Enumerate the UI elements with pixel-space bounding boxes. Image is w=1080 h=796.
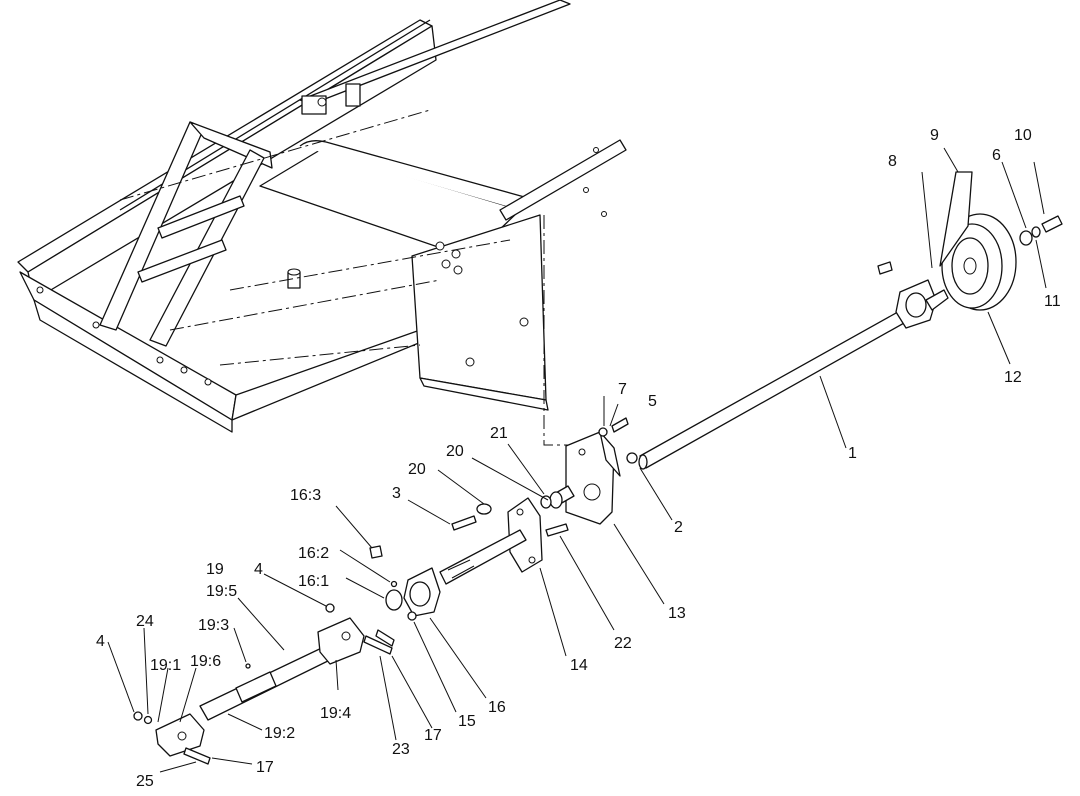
housing-hardware: [598, 417, 638, 464]
drive-shaft-assembly: [155, 617, 365, 757]
callout-10: 10: [1014, 127, 1032, 144]
callout-15: 15: [458, 713, 476, 730]
callout-19-1: 19:1: [150, 657, 181, 674]
callout-14: 14: [570, 657, 588, 674]
callout-1: 1: [848, 445, 857, 462]
callout-19-3: 19:3: [198, 617, 229, 634]
bolt-23: [375, 629, 395, 647]
callout-11: 11: [1044, 293, 1061, 310]
callout-8: 8: [888, 153, 897, 170]
callout-5: 5: [648, 393, 657, 410]
callout-17-upper: 17: [424, 727, 442, 744]
fitting-16-3: [369, 545, 383, 559]
pulley: [941, 213, 1017, 311]
callout-19-2: 19:2: [264, 725, 295, 742]
callout-19-6: 19:6: [190, 653, 221, 670]
bolt-3: [451, 515, 477, 531]
callout-19: 19: [206, 561, 224, 578]
bolt-17-lower: [183, 747, 211, 765]
nut-4-upper: [325, 603, 335, 613]
bolt-22: [545, 523, 569, 537]
leader-lines: [107, 147, 1047, 773]
callout-4-upper: 4: [254, 561, 263, 578]
centerlines: [119, 109, 575, 446]
chassis-frame: [17, 0, 627, 433]
callout-16-3: 16:3: [290, 487, 321, 504]
callout-6: 6: [992, 147, 1001, 164]
fitting-19-3: [245, 663, 251, 669]
grease-fitting: [877, 261, 893, 275]
intermediate-shaft: [439, 529, 527, 585]
flange-plate: [507, 497, 543, 573]
callout-19-4: 19:4: [320, 705, 351, 722]
callout-16-2: 16:2: [298, 545, 329, 562]
belt-guard-arm: [939, 171, 973, 267]
callout-20-left: 20: [408, 461, 426, 478]
bushing-and-washers: [476, 485, 575, 515]
flange-bearing: [385, 567, 441, 617]
fitting-16-2: [390, 580, 398, 588]
callout-labels: 1 2 3 4 4 5 6 7 8 9 10 11 12 13 14 15 16…: [96, 127, 1061, 790]
callout-23: 23: [392, 741, 410, 758]
callout-13: 13: [668, 605, 686, 622]
callout-17-lower: 17: [256, 759, 274, 776]
callout-22: 22: [614, 635, 632, 652]
callout-3: 3: [392, 485, 401, 502]
callout-21: 21: [490, 425, 508, 442]
callout-12: 12: [1004, 369, 1022, 386]
callout-24: 24: [136, 613, 154, 630]
nut-4-lower: [133, 711, 143, 721]
callout-20-right: 20: [446, 443, 464, 460]
pulley-hardware: [1019, 215, 1063, 246]
callout-16: 16: [488, 699, 506, 716]
washer-24: [143, 715, 153, 725]
callout-2: 2: [674, 519, 683, 536]
bearing-housing: [565, 431, 621, 525]
callout-16-1: 16:1: [298, 573, 329, 590]
callout-19-5: 19:5: [206, 583, 237, 600]
callout-7: 7: [618, 381, 627, 398]
callout-9: 9: [930, 127, 939, 144]
main-shaft: [638, 307, 914, 470]
callout-4-lower: 4: [96, 633, 105, 650]
bolt-17-upper: [363, 635, 393, 655]
right-bearing-flange: [895, 279, 949, 329]
callout-25: 25: [136, 773, 154, 790]
nut-15: [407, 611, 417, 621]
